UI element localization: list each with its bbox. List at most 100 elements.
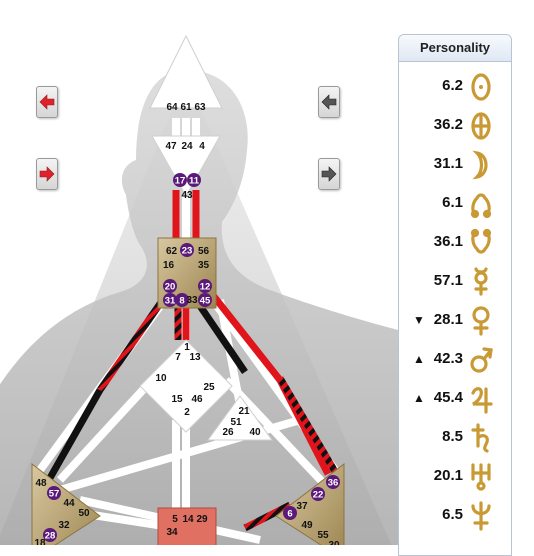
spleen-center[interactable] [31, 462, 101, 545]
venus-icon [469, 305, 493, 342]
gate-activation-marker[interactable] [198, 279, 212, 293]
personality-row[interactable]: 36.2 [399, 108, 511, 144]
gate-number: 16 [163, 260, 175, 271]
gate-number-active: 31 [165, 296, 176, 307]
gate-number: 32 [58, 520, 70, 531]
gate-number: 43 [181, 190, 193, 201]
neptune-icon [469, 500, 493, 537]
gate-number: 10 [155, 373, 167, 384]
personality-row[interactable]: 6.2 [399, 69, 511, 105]
sacral-center[interactable] [157, 507, 217, 545]
gate-number: 47 [165, 141, 177, 152]
gate-number: 1 [184, 342, 190, 353]
gate-activation-marker[interactable] [311, 487, 325, 501]
gate-number: 5 [172, 514, 178, 525]
gate-number: 48 [35, 478, 47, 489]
gate-line-value: 6.2 [442, 77, 463, 94]
gate-number-active: 23 [182, 246, 193, 257]
gate-line-value: 36.2 [433, 116, 463, 133]
gate-number: 46 [191, 394, 203, 405]
personality-header: Personality [399, 35, 511, 62]
personality-row[interactable]: ▼28.1 [399, 303, 511, 339]
gate-number-active: 17 [175, 176, 186, 187]
left-prev-button[interactable] [36, 86, 58, 118]
gate-number: 50 [78, 508, 90, 519]
personality-row[interactable]: ▲42.3 [399, 342, 511, 378]
gate-number: 40 [249, 427, 261, 438]
gate-number-active: 36 [328, 478, 339, 489]
uranus-icon [469, 461, 493, 498]
gate-number-active: 6 [287, 509, 292, 520]
left-next-button[interactable] [36, 158, 58, 190]
gate-line-value: 6.1 [442, 194, 463, 211]
gate-activation-marker[interactable] [43, 528, 57, 542]
gate-number: 33 [186, 295, 198, 306]
gate-number: 15 [171, 394, 183, 405]
g-center[interactable] [139, 339, 233, 433]
gate-line-value: 20.1 [433, 467, 463, 484]
gate-number-active: 11 [189, 176, 200, 187]
gate-number-active: 28 [45, 531, 56, 542]
gate-line-value: 45.4 [433, 389, 463, 406]
gate-number: 64 [166, 102, 178, 113]
gate-activation-marker[interactable] [326, 475, 340, 489]
gate-activation-marker[interactable] [47, 486, 61, 500]
south-node-icon [469, 227, 493, 264]
gate-number: 7 [175, 352, 181, 363]
gate-activation-marker[interactable] [180, 243, 194, 257]
right-next-button[interactable] [318, 158, 340, 190]
moon-icon [469, 149, 493, 186]
gate-number: 4 [199, 141, 205, 152]
personality-row[interactable]: 57.1 [399, 264, 511, 300]
ego-center[interactable] [207, 395, 273, 441]
gate-line-value: 42.3 [433, 350, 463, 367]
gate-activation-marker[interactable] [163, 279, 177, 293]
head-center[interactable] [149, 34, 223, 109]
gate-number: 61 [180, 102, 192, 113]
gate-number-active: 8 [179, 296, 184, 307]
arrow-left-icon [39, 94, 55, 110]
gate-activation-marker[interactable] [175, 293, 189, 307]
gate-activation-marker[interactable] [173, 173, 187, 187]
right-prev-button[interactable] [318, 86, 340, 118]
mars-icon [469, 344, 493, 381]
gate-number: 63 [194, 102, 206, 113]
gate-number: 62 [166, 246, 178, 257]
personality-row[interactable]: 36.1 [399, 225, 511, 261]
earth-icon [469, 110, 493, 147]
gate-activation-marker[interactable] [163, 293, 177, 307]
saturn-icon [469, 422, 493, 459]
gate-activation-marker[interactable] [283, 506, 297, 520]
sun-icon [469, 71, 493, 108]
gate-number: 30 [328, 540, 340, 545]
personality-row[interactable]: 6.5 [399, 498, 511, 534]
gate-number-active: 45 [200, 296, 211, 307]
channels-active [46, 190, 344, 532]
gate-number: 37 [296, 501, 308, 512]
gate-activation-marker[interactable] [198, 293, 212, 307]
personality-row[interactable]: 6.1 [399, 186, 511, 222]
arrow-left-icon [321, 94, 337, 110]
personality-row[interactable]: 8.5 [399, 420, 511, 456]
gate-number: 49 [301, 520, 313, 531]
gate-number: 13 [189, 352, 201, 363]
personality-row[interactable]: ▲45.4 [399, 381, 511, 417]
gate-number: 26 [222, 427, 234, 438]
gate-number: 44 [63, 498, 75, 509]
gate-number: 34 [166, 527, 178, 538]
gate-number: 56 [198, 246, 210, 257]
gate-number-active: 12 [200, 282, 211, 293]
gate-number: 24 [181, 141, 193, 152]
gate-number: 55 [317, 530, 329, 541]
personality-row[interactable]: 31.1 [399, 147, 511, 183]
gate-number-active: 22 [313, 490, 324, 501]
gate-activation-marker[interactable] [187, 173, 201, 187]
gate-number: 29 [196, 514, 208, 525]
ajna-center[interactable] [151, 135, 221, 198]
arrow-right-icon [321, 166, 337, 182]
gate-line-value: 31.1 [433, 155, 463, 172]
personality-row[interactable]: 20.1 [399, 459, 511, 495]
gate-line-value: 6.5 [442, 506, 463, 523]
gate-number: 14 [182, 514, 194, 525]
